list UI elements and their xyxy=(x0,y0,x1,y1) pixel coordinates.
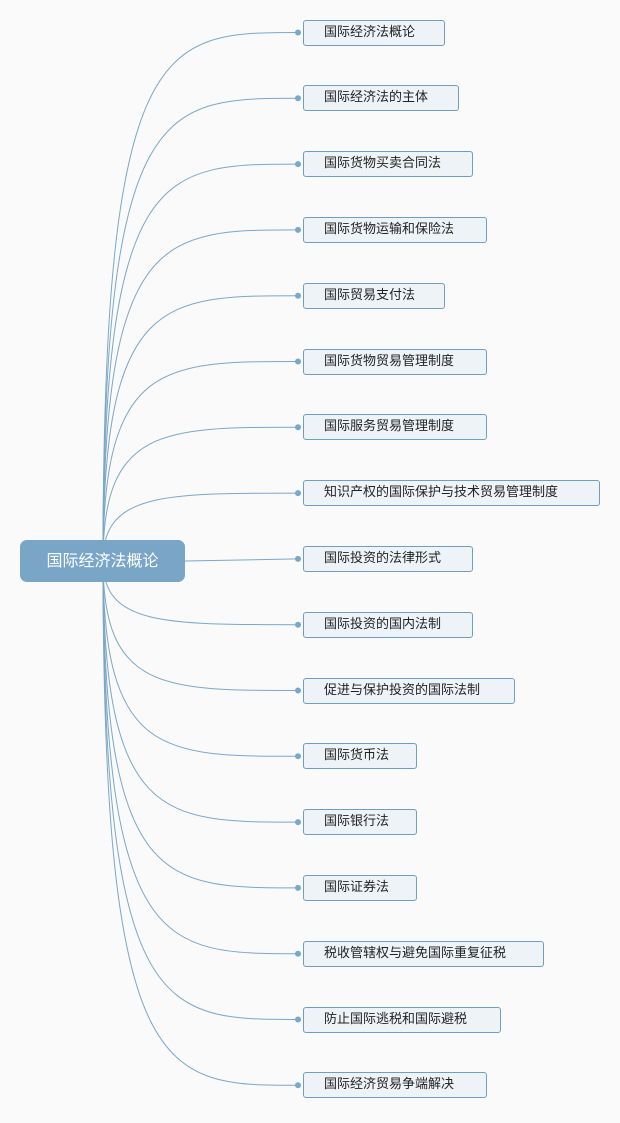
branch-node[interactable]: 国际经济贸易争端解决 xyxy=(303,1072,487,1099)
root-topic[interactable]: 国际经济法概论 xyxy=(20,540,185,582)
connector-dot xyxy=(295,226,301,233)
branch-node-label: 国际货物运输和保险法 xyxy=(324,221,455,237)
branch-node[interactable]: 国际货物运输和保险法 xyxy=(303,216,487,243)
connector-line xyxy=(102,560,299,757)
connector-line xyxy=(184,558,299,562)
branch-node-label: 国际经济法概论 xyxy=(324,24,416,40)
connector-dot xyxy=(295,95,301,102)
connector-dot xyxy=(295,687,301,694)
branch-node-label: 国际投资的法律形式 xyxy=(324,550,442,566)
branch-node-label: 国际货物买卖合同法 xyxy=(324,156,442,172)
branch-node-label: 国际货币法 xyxy=(324,748,390,764)
branch-node[interactable]: 国际货物买卖合同法 xyxy=(303,151,473,178)
branch-node-label: 国际服务贸易管理制度 xyxy=(324,419,455,435)
branch-node-label: 税收管辖权与避免国际重复征税 xyxy=(324,945,507,961)
branch-node-label: 国际货物贸易管理制度 xyxy=(324,353,455,369)
connector-dot xyxy=(295,1082,301,1089)
connector-dot xyxy=(295,884,301,891)
connector-dot xyxy=(295,950,301,957)
connector-line xyxy=(102,560,299,1086)
connector-line xyxy=(102,361,299,562)
connector-dot xyxy=(295,424,301,431)
connector-dot xyxy=(295,753,301,760)
connector-line xyxy=(102,560,299,889)
connector-line xyxy=(102,560,299,626)
branch-node-label: 国际银行法 xyxy=(324,814,390,830)
branch-node[interactable]: 国际经济法的主体 xyxy=(303,85,459,112)
branch-node[interactable]: 国际货币法 xyxy=(303,743,417,770)
connector-line xyxy=(102,560,299,691)
branch-node-label: 国际经济贸易争端解决 xyxy=(324,1077,455,1093)
connector-line xyxy=(102,229,299,562)
root-topic-label: 国际经济法概论 xyxy=(46,551,159,570)
connector-dot xyxy=(295,29,301,36)
connector-dot xyxy=(295,621,301,628)
branch-node-label: 国际经济法的主体 xyxy=(324,90,429,106)
branch-node[interactable]: 促进与保护投资的国际法制 xyxy=(303,677,515,704)
branch-node[interactable]: 知识产权的国际保护与技术贸易管理制度 xyxy=(303,480,600,507)
branch-node[interactable]: 国际银行法 xyxy=(303,809,417,836)
connector-line xyxy=(102,492,299,562)
branch-node-label: 防止国际逃税和国际避税 xyxy=(324,1011,468,1027)
branch-node-label: 促进与保护投资的国际法制 xyxy=(324,682,481,698)
branch-node[interactable]: 国际证券法 xyxy=(303,874,417,901)
branch-node[interactable]: 国际经济法概论 xyxy=(303,19,445,46)
branch-node[interactable]: 国际贸易支付法 xyxy=(303,282,445,309)
connector-dot xyxy=(295,490,301,497)
branch-node[interactable]: 税收管辖权与避免国际重复征税 xyxy=(303,940,544,967)
connector-line xyxy=(102,32,299,562)
branch-node[interactable]: 国际投资的法律形式 xyxy=(303,545,473,572)
branch-node-label: 知识产权的国际保护与技术贸易管理制度 xyxy=(324,485,559,501)
connector-dot xyxy=(295,358,301,365)
connector-line xyxy=(102,560,299,955)
connector-dot xyxy=(295,292,301,299)
connector-line xyxy=(102,295,299,562)
connector-dot xyxy=(295,1016,301,1023)
connector-line xyxy=(102,426,299,562)
connector-line xyxy=(102,163,299,562)
branch-node[interactable]: 国际货物贸易管理制度 xyxy=(303,348,487,375)
branch-node-label: 国际证券法 xyxy=(324,879,390,895)
connector-line xyxy=(102,560,299,823)
connector-line xyxy=(102,560,299,1020)
branch-node-label: 国际投资的国内法制 xyxy=(324,616,442,632)
branch-node[interactable]: 国际投资的国内法制 xyxy=(303,611,473,638)
connector-dot xyxy=(295,819,301,826)
connector-line xyxy=(102,97,299,562)
connector-dot xyxy=(295,161,301,168)
branch-node[interactable]: 防止国际逃税和国际避税 xyxy=(303,1006,501,1033)
connector-dot xyxy=(295,555,301,562)
branch-node[interactable]: 国际服务贸易管理制度 xyxy=(303,414,487,441)
branch-node-label: 国际贸易支付法 xyxy=(324,287,416,303)
